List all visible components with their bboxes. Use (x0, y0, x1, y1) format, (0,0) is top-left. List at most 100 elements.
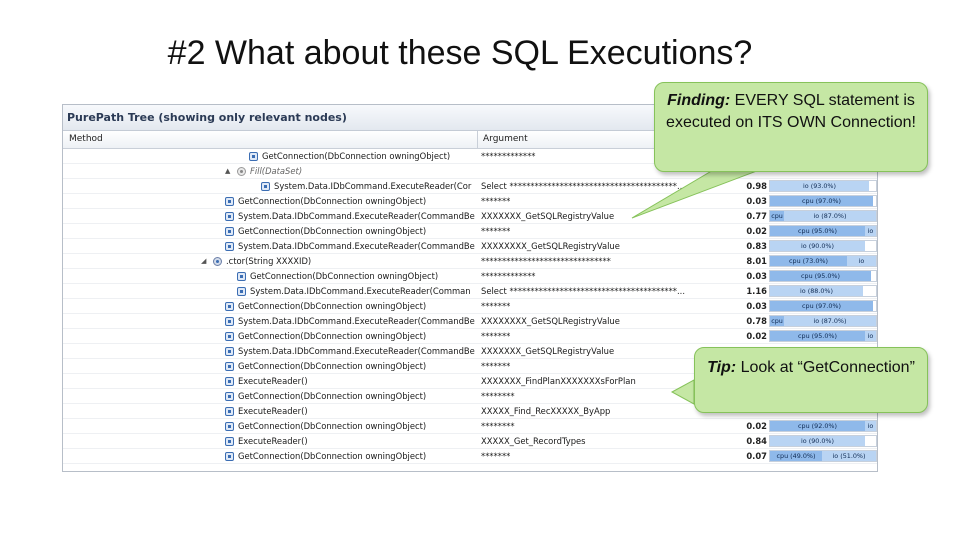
method-label: GetConnection(DbConnection owningObject) (238, 226, 427, 236)
method-label: System.Data.IDbCommand.ExecuteReader(Cor (274, 181, 472, 191)
argument-cell: ******* (481, 451, 511, 461)
argument-cell: ******* (481, 331, 511, 341)
tree-row[interactable]: ◢.ctor(String XXXXID)*******************… (63, 254, 877, 269)
method-node-icon (225, 347, 234, 356)
tree-row[interactable]: System.Data.IDbCommand.ExecuteReader(Com… (63, 239, 877, 254)
exec-time-cell: 0.07 (746, 451, 767, 461)
method-label: GetConnection(DbConnection owningObject) (238, 196, 427, 206)
tree-row[interactable]: GetConnection(DbConnection owningObject)… (63, 419, 877, 434)
argument-cell: Select *********************************… (481, 181, 685, 191)
tip-callout: Tip: Look at “GetConnection” (694, 347, 928, 413)
method-cell: GetConnection(DbConnection owningObject) (63, 149, 477, 164)
tree-row[interactable]: System.Data.IDbCommand.ExecuteReader(Com… (63, 344, 877, 359)
method-cell: ExecuteReader() (63, 404, 477, 419)
tree-row[interactable]: System.Data.IDbCommand.ExecuteReader(Cor… (63, 179, 877, 194)
method-label: GetConnection(DbConnection owningObject) (238, 451, 427, 461)
breakdown-bar: io (88.0%) (769, 285, 877, 297)
exec-time-cell: 0.03 (746, 271, 767, 281)
method-node-icon (225, 317, 234, 326)
cpu-segment: cpu (92.0%) (770, 421, 865, 431)
argument-cell: XXXXXXX_GetSQLRegistryValue (481, 211, 615, 221)
io-segment: io (865, 331, 876, 341)
method-node-icon (225, 197, 234, 206)
method-node-icon (225, 212, 234, 221)
method-node-icon (225, 377, 234, 386)
method-node-icon (225, 362, 234, 371)
tree-row[interactable]: GetConnection(DbConnection owningObject)… (63, 194, 877, 209)
tree-row[interactable]: GetConnection(DbConnection owningObject)… (63, 224, 877, 239)
argument-cell: ******** (481, 391, 515, 401)
cpu-segment: cpu (770, 211, 784, 221)
tree-row[interactable]: GetConnection(DbConnection owningObject)… (63, 269, 877, 284)
expander-icon[interactable]: ▲ (225, 167, 231, 175)
breakdown-bar: io (90.0%) (769, 435, 877, 447)
finding-text: EVERY SQL statement is executed on ITS O… (666, 92, 916, 131)
method-label: ExecuteReader() (238, 436, 308, 446)
method-label: GetConnection(DbConnection owningObject) (250, 271, 439, 281)
breakdown-bar: cpu (95.0%) (769, 270, 877, 282)
tree-row[interactable]: GetConnection(DbConnection owningObject)… (63, 359, 877, 374)
tree-row[interactable]: GetConnection(DbConnection owningObject)… (63, 449, 877, 464)
method-node-icon (225, 437, 234, 446)
method-node-icon (225, 392, 234, 401)
method-cell: ExecuteReader() (63, 374, 477, 389)
breakdown-bar: io (93.0%) (769, 180, 877, 192)
tree-row[interactable]: ExecuteReader()XXXXX_Find_RecXXXXX_ByApp (63, 404, 877, 419)
cpu-segment: cpu (73.0%) (770, 256, 847, 266)
method-node-icon (225, 242, 234, 251)
method-cell: GetConnection(DbConnection owningObject) (63, 299, 477, 314)
tree-row[interactable]: System.Data.IDbCommand.ExecuteReader(Com… (63, 314, 877, 329)
method-cell: System.Data.IDbCommand.ExecuteReader(Com… (63, 209, 477, 224)
tree-rows: GetConnection(DbConnection owningObject)… (63, 149, 877, 464)
argument-cell: ******* (481, 226, 511, 236)
tree-row[interactable]: GetConnection(DbConnection owningObject)… (63, 299, 877, 314)
argument-cell: Select *********************************… (481, 286, 685, 296)
tree-row[interactable]: System.Data.IDbCommand.ExecuteReader(Com… (63, 284, 877, 299)
method-label: GetConnection(DbConnection owningObject) (238, 361, 427, 371)
method-cell: ◢.ctor(String XXXXID) (63, 254, 477, 269)
io-segment: io (865, 226, 876, 236)
io-segment: io (847, 256, 876, 266)
exec-time-cell: 0.03 (746, 196, 767, 206)
tree-row[interactable]: GetConnection(DbConnection owningObject)… (63, 329, 877, 344)
tree-row[interactable]: GetConnection(DbConnection owningObject)… (63, 389, 877, 404)
argument-cell: XXXXXXX_FindPlanXXXXXXXsForPlan (481, 376, 636, 386)
method-node-icon (225, 407, 234, 416)
io-segment: io (865, 421, 876, 431)
cpu-segment: cpu (97.0%) (770, 301, 873, 311)
method-cell: GetConnection(DbConnection owningObject) (63, 224, 477, 239)
method-node-icon (261, 182, 270, 191)
argument-cell: XXXXXXX_GetSQLRegistryValue (481, 346, 615, 356)
argument-cell: ******** (481, 421, 515, 431)
tree-row[interactable]: ExecuteReader() XXXXXXX_FindPlanXXXXXXXsF… (63, 374, 877, 389)
io-segment: io (87.0%) (784, 211, 876, 221)
exec-time-cell: 0.03 (746, 301, 767, 311)
column-argument[interactable]: Argument (483, 134, 528, 144)
column-method[interactable]: Method (69, 134, 103, 144)
argument-cell: ******* (481, 196, 511, 206)
cpu-segment: cpu (49.0%) (770, 451, 822, 461)
breakdown-bar: cpu (97.0%) (769, 300, 877, 312)
method-label: ExecuteReader() (238, 376, 308, 386)
tree-row[interactable]: ▲Fill(DataSet) (63, 164, 877, 179)
cpu-segment: cpu (95.0%) (770, 271, 871, 281)
exec-time-cell: 0.83 (746, 241, 767, 251)
tree-row[interactable]: System.Data.IDbCommand.ExecuteReader(Com… (63, 209, 877, 224)
exec-time-cell: 8.01 (746, 256, 767, 266)
node-icon (213, 257, 222, 266)
exec-time-cell: 1.16 (746, 286, 767, 296)
method-cell: GetConnection(DbConnection owningObject) (63, 194, 477, 209)
exec-time-cell: 0.77 (746, 211, 767, 221)
method-cell: GetConnection(DbConnection owningObject) (63, 329, 477, 344)
cpu-segment: cpu (95.0%) (770, 226, 865, 236)
tree-row[interactable]: GetConnection(DbConnection owningObject)… (63, 149, 877, 164)
method-node-icon (225, 302, 234, 311)
argument-cell: ******* (481, 361, 511, 371)
method-node-icon (225, 452, 234, 461)
method-cell: System.Data.IDbCommand.ExecuteReader(Com… (63, 344, 477, 359)
exec-time-cell: 0.02 (746, 226, 767, 236)
expander-icon[interactable]: ◢ (201, 257, 207, 265)
